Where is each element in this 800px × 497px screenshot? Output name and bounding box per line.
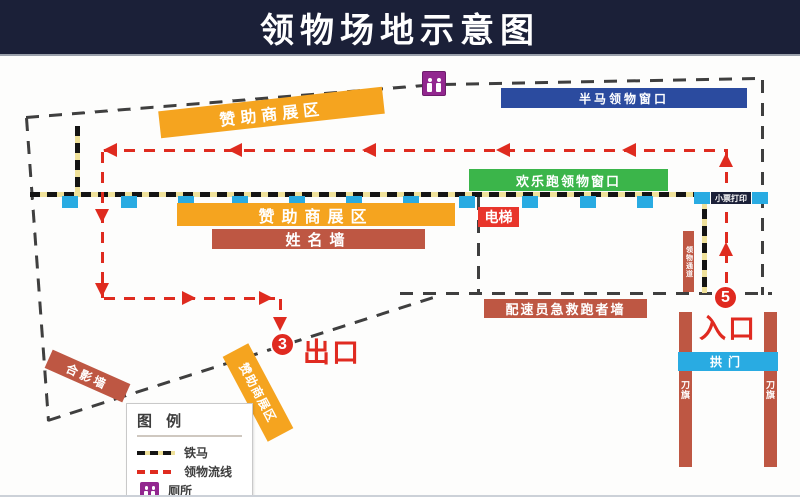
flow-arrow-up: [719, 242, 733, 256]
person-glyph: [427, 78, 432, 92]
elevator-label: 电梯: [478, 207, 519, 227]
table-marker: [62, 196, 78, 208]
legend-item-flow: 领物流线: [137, 462, 242, 481]
entrance-number-badge: 5: [713, 285, 738, 310]
flow-line-right: [725, 152, 728, 286]
flow-line-top: [104, 149, 728, 152]
person-glyph: [151, 486, 155, 495]
exit-number-badge: 3: [270, 332, 295, 357]
flow-swatch: [137, 469, 175, 474]
page-title: 领物场地示意图: [260, 11, 540, 50]
flow-arrow-left: [362, 143, 376, 157]
blade-flag-right: 刀旗: [764, 312, 777, 467]
barrier-top-left-vertical: [75, 126, 80, 194]
table-marker: [752, 192, 768, 204]
person-glyph: [144, 486, 148, 495]
flow-arrow-left: [622, 143, 636, 157]
flow-line-left: [101, 152, 104, 298]
elevator-column-line: [477, 197, 480, 293]
person-glyph: [436, 78, 441, 92]
flow-line-exit: [279, 299, 282, 325]
flow-arrow-down: [95, 209, 109, 223]
name-wall: 姓名墙: [212, 229, 425, 249]
flow-arrow-down: [273, 317, 287, 331]
entrance-label: 入口: [699, 314, 757, 344]
pickup-channel-bar: 领物通道: [683, 231, 694, 292]
flow-arrow-down: [95, 283, 109, 297]
table-marker: [459, 196, 475, 208]
table-marker: [580, 196, 596, 208]
sponsor-area-mid: 赞助商展区: [177, 203, 455, 226]
arch-gate: 拱门: [678, 352, 778, 371]
sponsor-area-top: 赞助商展区: [158, 86, 385, 139]
flow-arrow-left: [103, 143, 117, 157]
flow-arrow-right: [259, 291, 273, 305]
fun-run-pickup-window: 欢乐跑领物窗口: [469, 169, 668, 191]
table-marker: [121, 196, 137, 208]
title-bar: 领物场地示意图: [0, 0, 800, 54]
blade-flag-left: 刀旗: [679, 312, 692, 467]
table-marker: [522, 196, 538, 208]
toilet-icon: [422, 71, 446, 96]
flow-arrow-left: [228, 143, 242, 157]
exit-label: 出口: [303, 338, 361, 368]
receipt-print-label: 小票打印: [711, 192, 751, 204]
legend-title: 图 例: [137, 413, 187, 430]
legend-box: 图 例 铁马 领物流线 厕所: [126, 403, 253, 495]
barrier-channel-vertical: [702, 192, 707, 293]
toilet-icon: [140, 481, 159, 495]
barrier-swatch: [137, 450, 175, 455]
boundary-top-right-segment: [442, 76, 763, 86]
flow-arrow-up: [719, 153, 733, 167]
legend-item-barrier: 铁马: [137, 443, 242, 462]
table-marker: [637, 196, 653, 208]
boundary-right: [761, 80, 764, 295]
boundary-bottom: [400, 292, 772, 295]
boundary-left: [25, 117, 50, 422]
table-marker: [694, 192, 710, 204]
pacer-firstaid-runner-wall: 配速员急救跑者墙: [484, 299, 647, 318]
photo-wall: 合影墙: [44, 349, 131, 403]
flow-arrow-right: [182, 291, 196, 305]
barrier-main-horizontal: [30, 192, 707, 197]
flow-arrow-left: [496, 143, 510, 157]
legend-item-toilet: 厕所: [137, 481, 242, 495]
legend-divider: [137, 435, 242, 437]
half-marathon-pickup-window: 半马领物窗口: [501, 88, 747, 108]
